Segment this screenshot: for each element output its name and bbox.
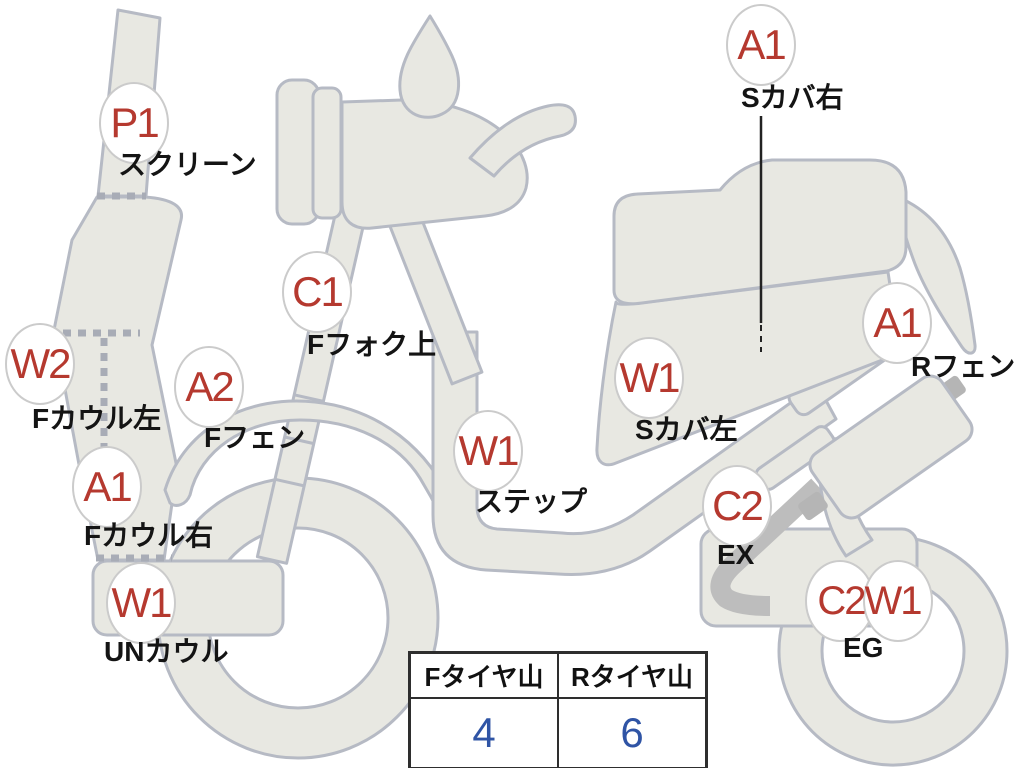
code-text: C2 [712,482,764,529]
part-label-engine: EG [843,632,884,663]
marker-ffork-upper-code: C1 [282,251,352,333]
part-label-step: ステップ [475,486,588,517]
code-text: A1 [737,21,786,68]
mirror [398,14,461,119]
handlebar-stem [340,98,529,230]
code-text: W1 [619,354,681,401]
part-label-rfender: Rフェン [911,351,1016,382]
code-text: P1 [110,99,159,146]
front-tire-tread-value: 4 [408,697,559,768]
part-label-fcowl-right: Fカウル右 [84,520,214,551]
marker-step-code: W1 [453,410,523,492]
part-label-exhaust: EX [717,539,755,570]
code-text: W1 [458,427,520,474]
front-wheel [156,476,440,760]
marker-exhaust-code: C2 [702,465,772,547]
code-text: A1 [83,463,132,510]
marker-scover-right-code: A1 [726,4,796,86]
exhaust-pipe [710,478,825,616]
code-text: W2 [10,340,72,387]
marker-screen-code: P1 [99,82,169,164]
marker-engine-code: C2W1 [805,560,933,642]
part-label-screen: スクリーン [118,149,257,180]
rear-carrier [808,374,974,520]
part-label-fcowl-left: Fカウル左 [32,403,162,434]
rear-tire-tread-value: 6 [557,697,708,768]
part-label-ffork-upper: Fフォク上 [307,329,437,360]
fork-segment-lines [274,393,324,488]
marker-fcowl-right-code: A1 [72,446,142,528]
part-label-scover-left: Sカバ左 [635,414,738,445]
rear-tire-header: Rタイヤ山 [557,651,708,699]
marker-fcowl-left-code: W2 [5,323,75,405]
tire-tread-value-row: 4 6 [408,697,708,768]
handlebar-grip [468,103,577,178]
code-text: A1 [873,299,922,346]
marker-undercowl-code: W1 [106,562,176,644]
code-text: C1 [292,268,344,315]
marker-scover-left-code: W1 [614,337,684,419]
part-label-scover-right: Sカバ右 [741,82,844,113]
tire-tread-table: Fタイヤ山 Rタイヤ山 4 6 [408,651,708,768]
part-label-ffender: Fフェン [204,422,306,453]
marker-ffender-code: A2 [174,346,244,428]
front-tire-header: Fタイヤ山 [408,651,559,699]
code-text: C2W1 [817,578,922,623]
rear-fender [898,196,977,355]
marker-rfender-code: A1 [862,282,932,364]
code-text: W1 [111,579,173,626]
headlight-inner [311,86,343,220]
part-label-undercowl: UNカウル [104,636,229,667]
code-text: A2 [185,363,234,410]
engine-code-circle-right [863,560,933,642]
tire-tread-header-row: Fタイヤ山 Rタイヤ山 [408,651,708,699]
